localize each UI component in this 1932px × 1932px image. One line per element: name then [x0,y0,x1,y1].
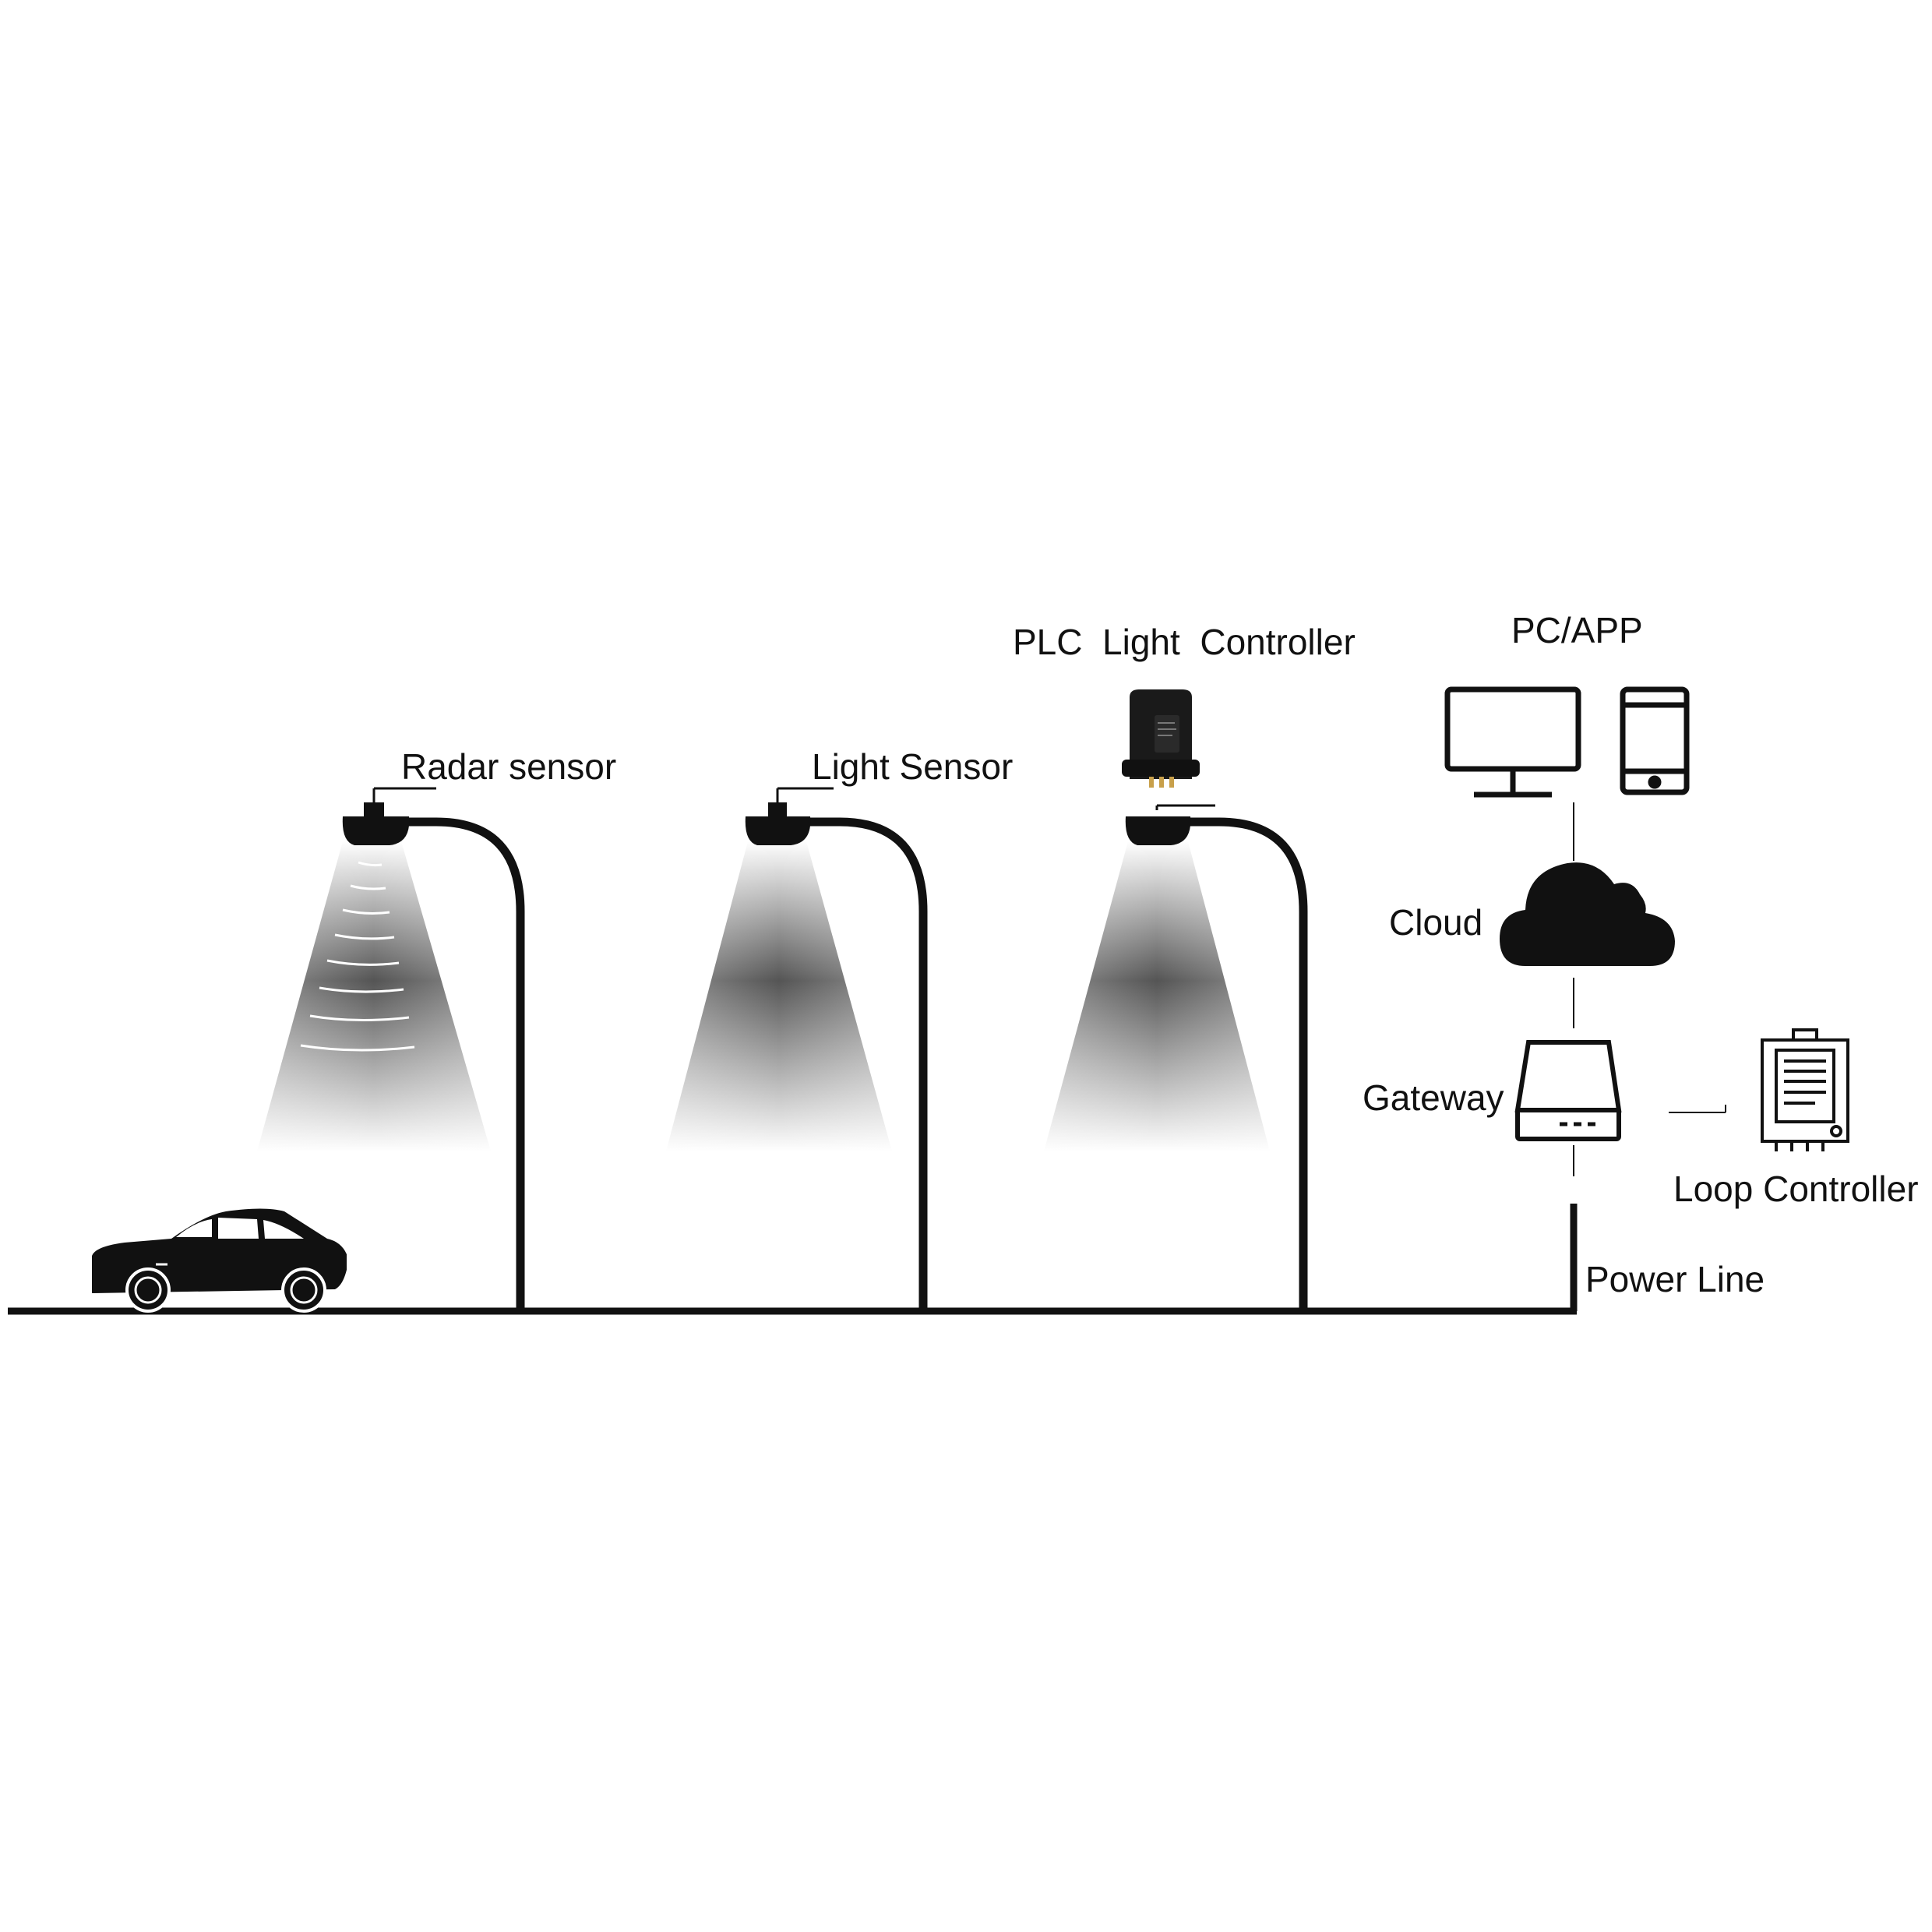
loop-controller-icon [1761,1028,1849,1151]
light-sensor-label: Light Sensor [812,746,1013,787]
street-lamp-1 [257,787,525,1311]
gateway-icon [1514,1040,1622,1141]
street-lamp-icon [799,817,928,1311]
radar-sensor-icon [364,802,384,820]
cloud-label: Cloud [1389,902,1482,943]
street-lamp-3 [1044,804,1308,1311]
street-lamp-icon [1180,817,1308,1311]
radar-sensor-label: Radar sensor [401,746,616,787]
pc-app-label: PC/APP [1511,610,1643,650]
smartphone-icon [1620,686,1690,795]
loop-controller-label: Loop Controller [1673,1169,1919,1209]
ground-power-line [8,1204,1578,1315]
radar-waves [300,861,415,1052]
gateway-label: Gateway [1363,1077,1504,1118]
plc-controller-icon [1122,689,1200,788]
cloud-icon [1500,862,1675,966]
plc-light-controller-label: PLC Light Controller [1013,622,1356,662]
street-lamp-icon [393,817,525,1311]
power-line-label: Power Line [1585,1259,1765,1299]
light-sensor-icon [768,802,787,820]
network-links [1573,802,1726,1176]
car-icon [92,1208,347,1313]
street-lamp-2 [666,787,928,1311]
monitor-icon [1444,686,1581,798]
